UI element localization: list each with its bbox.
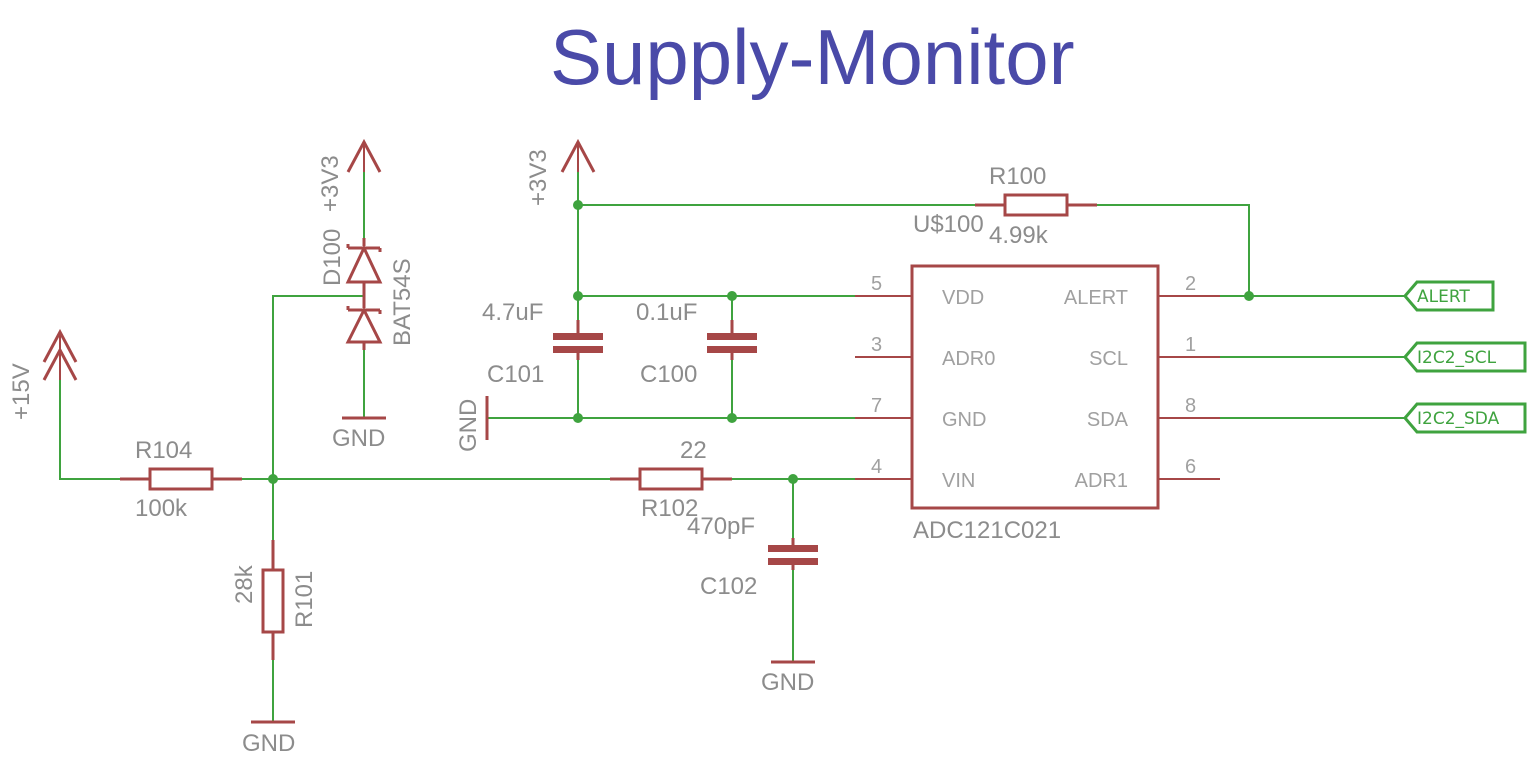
c101-value: 4.7uF — [482, 299, 543, 326]
wire-15v-r104 — [59, 345, 120, 480]
capacitor-c102: 470pF C102 — [687, 513, 818, 600]
schematic-title: Supply-Monitor — [550, 13, 1075, 101]
r104-value: 100k — [135, 495, 188, 522]
c100-value: 0.1uF — [636, 299, 697, 326]
pin-label-vin: VIN — [942, 470, 975, 492]
pin-label-adr1: ADR1 — [1075, 470, 1128, 492]
r102-value: 22 — [680, 437, 707, 464]
pin-label-gnd: GND — [942, 409, 986, 431]
c102-value: 470pF — [687, 513, 755, 540]
pin-num-vin: 4 — [871, 456, 882, 478]
junction-3v3-top — [573, 200, 583, 210]
capacitor-icon — [553, 333, 603, 340]
r101-value: 28k — [231, 564, 258, 604]
pin-label-scl: SCL — [1089, 348, 1128, 370]
supply-3v3-diode-label: +3V3 — [317, 155, 344, 212]
junction-gnd-c100 — [727, 413, 737, 423]
pin-label-adr0: ADR0 — [942, 348, 995, 370]
pin-num-adr1: 6 — [1185, 456, 1196, 478]
r100-name: R100 — [989, 163, 1046, 190]
supply-3v3-diode: +3V3 — [317, 138, 382, 212]
d100-name: D100 — [319, 229, 346, 286]
supply-15v: +15V — [8, 328, 78, 420]
gnd-c102: GND — [761, 660, 815, 696]
pin-num-gnd: 7 — [871, 395, 882, 417]
junction-vdd-c100 — [727, 291, 737, 301]
pin-label-vdd: VDD — [942, 287, 984, 309]
resistor-icon — [261, 568, 285, 634]
supply-15v-label: +15V — [8, 363, 35, 420]
gnd-c102-label: GND — [761, 669, 814, 696]
resistor-r104: R104 100k — [120, 437, 242, 522]
supply-3v3-caps-label: +3V3 — [525, 149, 552, 206]
junction-alert — [1244, 291, 1254, 301]
net-label-scl: I2C2_SCL — [1417, 348, 1497, 368]
capacitor-c101: 4.7uF C101 — [482, 299, 603, 388]
ic-u100: 5 3 7 4 2 1 8 6 VDD ADR0 GND VIN ALERT S… — [855, 211, 1220, 544]
junction-divider — [268, 474, 278, 484]
supply-3v3-caps: +3V3 — [525, 138, 596, 206]
c100-name: C100 — [640, 361, 697, 388]
resistor-icon — [1003, 193, 1069, 217]
pin-label-sda: SDA — [1087, 409, 1129, 431]
resistor-r101: 28k R101 — [231, 540, 318, 660]
net-flag-scl: I2C2_SCL — [1403, 341, 1527, 373]
capacitor-c100: 0.1uF C100 — [636, 299, 757, 388]
gnd-r101: GND — [242, 720, 295, 757]
r101-name: R101 — [291, 571, 318, 628]
r102-name: R102 — [641, 495, 698, 522]
net-flag-icon — [1403, 402, 1527, 434]
net-label-sda: I2C2_SDA — [1417, 409, 1500, 429]
junction-gnd-c101 — [573, 413, 583, 423]
wire-r100-right — [1097, 204, 1250, 296]
pin-num-scl: 1 — [1185, 334, 1196, 356]
resistor-icon — [148, 467, 214, 491]
ic-body — [910, 264, 1160, 510]
wire-node-diode — [272, 295, 364, 479]
gnd-r101-label: GND — [242, 730, 295, 757]
resistor-r102: 22 R102 — [610, 437, 732, 522]
r104-name: R104 — [135, 437, 192, 464]
r100-value: 4.99k — [989, 222, 1049, 249]
pin-num-adr0: 3 — [871, 334, 882, 356]
capacitor-icon — [768, 545, 818, 552]
ic-name: U$100 — [913, 211, 984, 238]
diode-d100: D100 BAT54S — [319, 229, 416, 350]
pin-num-vdd: 5 — [871, 273, 882, 295]
c101-name: C101 — [487, 361, 544, 388]
pin-num-sda: 8 — [1185, 395, 1196, 417]
gnd-caps-label: GND — [455, 399, 482, 452]
pin-num-alert: 2 — [1185, 273, 1196, 295]
resistor-r100: R100 4.99k — [975, 163, 1097, 249]
junctions — [268, 200, 1254, 484]
junction-vdd-c101 — [573, 291, 583, 301]
gnd-diode-label: GND — [332, 425, 385, 452]
gnd-diode: GND — [332, 416, 386, 452]
net-flag-icon — [1403, 280, 1495, 312]
wires — [59, 172, 1405, 722]
junction-vin-c102 — [788, 474, 798, 484]
resistor-icon — [638, 467, 704, 491]
d100-value: BAT54S — [389, 258, 416, 346]
gnd-caps: GND — [455, 396, 489, 452]
net-flag-icon — [1403, 341, 1527, 373]
capacitor-icon — [707, 333, 757, 340]
ic-part: ADC121C021 — [913, 517, 1061, 544]
net-label-alert: ALERT — [1417, 287, 1470, 307]
c102-name: C102 — [700, 573, 757, 600]
pin-label-alert: ALERT — [1064, 287, 1128, 309]
net-flag-sda: I2C2_SDA — [1403, 402, 1527, 434]
net-flag-alert: ALERT — [1403, 280, 1495, 312]
